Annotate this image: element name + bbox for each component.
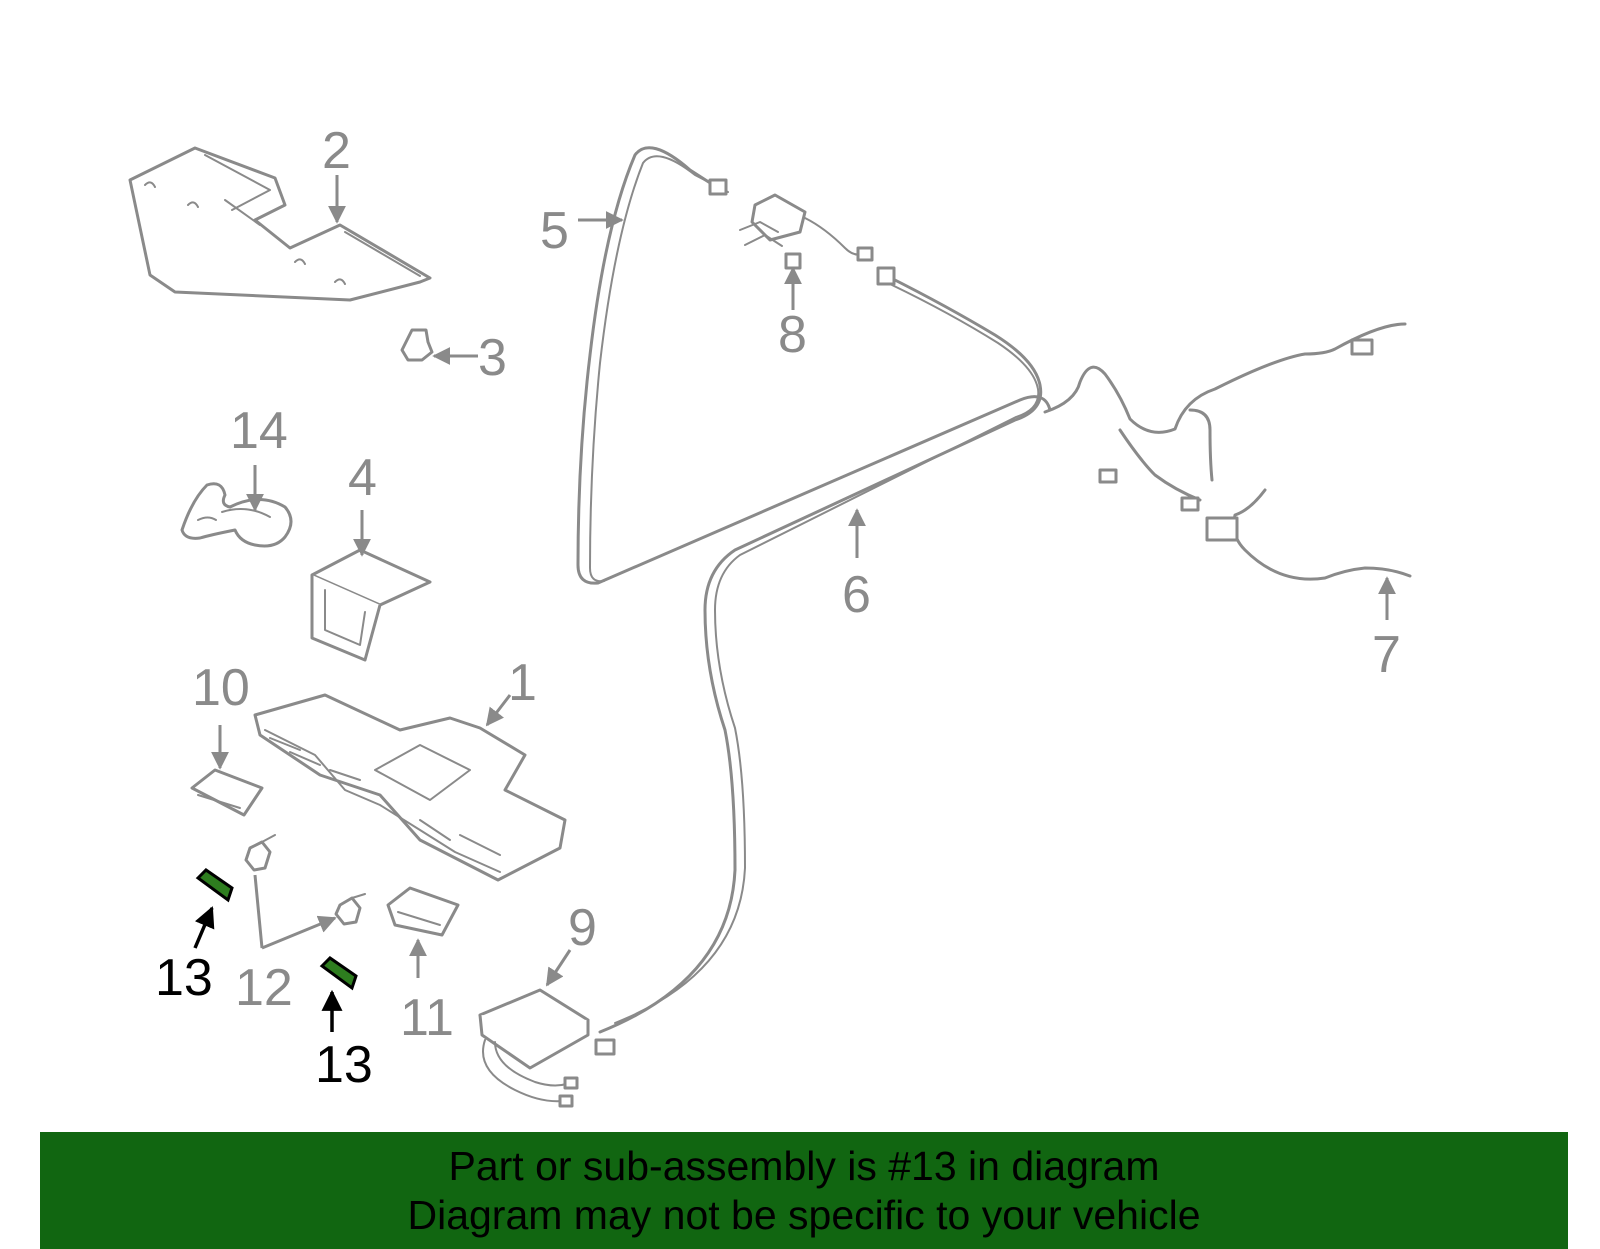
part-1-console bbox=[253, 693, 567, 882]
callout-4: 4 bbox=[348, 449, 377, 507]
callout-3: 3 bbox=[478, 329, 507, 387]
part-4-plate bbox=[310, 548, 432, 662]
arrow-9 bbox=[545, 949, 572, 987]
callout-9: 9 bbox=[568, 899, 597, 957]
callout-5: 5 bbox=[540, 202, 569, 260]
part-14-knob bbox=[180, 482, 293, 548]
callout-8: 8 bbox=[778, 306, 807, 364]
part-10-switch bbox=[190, 768, 264, 817]
callout-13b: 13 bbox=[315, 1036, 373, 1094]
callout-12: 12 bbox=[235, 959, 293, 1017]
part-5-cable bbox=[576, 146, 1052, 585]
part-9-module bbox=[478, 988, 590, 1108]
part-13-highlighted-a bbox=[195, 868, 234, 903]
part-3-clip bbox=[400, 328, 434, 362]
part-11-switch bbox=[386, 886, 460, 937]
part-7-harness bbox=[1043, 322, 1412, 581]
callout-2: 2 bbox=[322, 122, 351, 180]
part-2-bracket bbox=[128, 146, 432, 302]
callout-1: 1 bbox=[508, 654, 537, 712]
part-13-highlighted-b bbox=[319, 956, 358, 991]
callout-11: 11 bbox=[400, 989, 454, 1047]
part-6-harness bbox=[594, 266, 1043, 1056]
callout-14: 14 bbox=[230, 402, 288, 460]
info-banner: Part or sub-assembly is #13 in diagram D… bbox=[40, 1132, 1568, 1249]
arrow-12 bbox=[253, 874, 335, 950]
banner-line-2: Diagram may not be specific to your vehi… bbox=[407, 1192, 1201, 1238]
part-8-connector bbox=[739, 193, 874, 270]
callout-6: 6 bbox=[842, 566, 871, 624]
banner-line-1: Part or sub-assembly is #13 in diagram bbox=[448, 1143, 1160, 1189]
callout-7: 7 bbox=[1372, 626, 1401, 684]
arrow-13a bbox=[193, 906, 215, 949]
part-12-clips bbox=[244, 834, 366, 926]
callout-10: 10 bbox=[192, 659, 250, 717]
callout-13a: 13 bbox=[155, 949, 213, 1007]
arrow-1 bbox=[485, 694, 512, 727]
